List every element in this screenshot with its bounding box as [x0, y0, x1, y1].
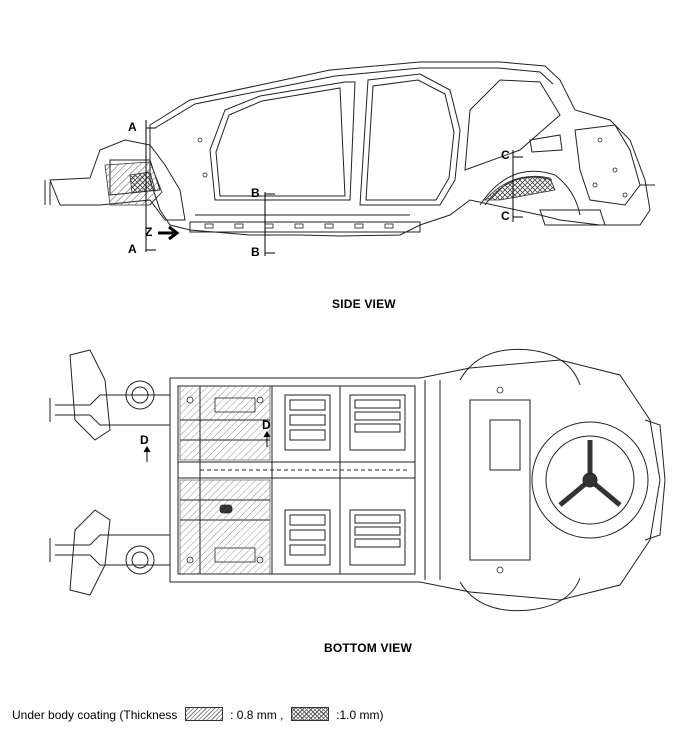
section-b-top-label: B: [251, 186, 260, 200]
thick-coating-swatch-icon: [290, 707, 329, 721]
section-d-left-label: D: [140, 433, 149, 447]
section-a-bottom-label: A: [128, 242, 137, 256]
legend-thick-value: :1.0 mm): [336, 708, 384, 722]
bottom-view-drawing: [49, 348, 666, 612]
section-c-bottom-label: C: [501, 209, 510, 223]
section-b-bottom-label: B: [251, 245, 260, 259]
section-a-top-label: A: [128, 120, 137, 134]
view-z-label: Z: [145, 225, 153, 239]
section-c-top-label: C: [501, 148, 510, 162]
bottom-view-title: BOTTOM VIEW: [324, 641, 412, 655]
section-d-right-label: D: [262, 418, 271, 432]
side-view-title: SIDE VIEW: [332, 297, 396, 311]
thin-coating-swatch-icon: [184, 707, 223, 721]
legend-prefix: Under body coating (Thickness: [12, 708, 178, 722]
side-view-drawing: [44, 61, 655, 256]
legend-thin-value: : 0.8 mm ,: [230, 708, 284, 722]
coating-legend: Under body coating (Thickness : 0.8 mm ,…: [12, 707, 383, 722]
